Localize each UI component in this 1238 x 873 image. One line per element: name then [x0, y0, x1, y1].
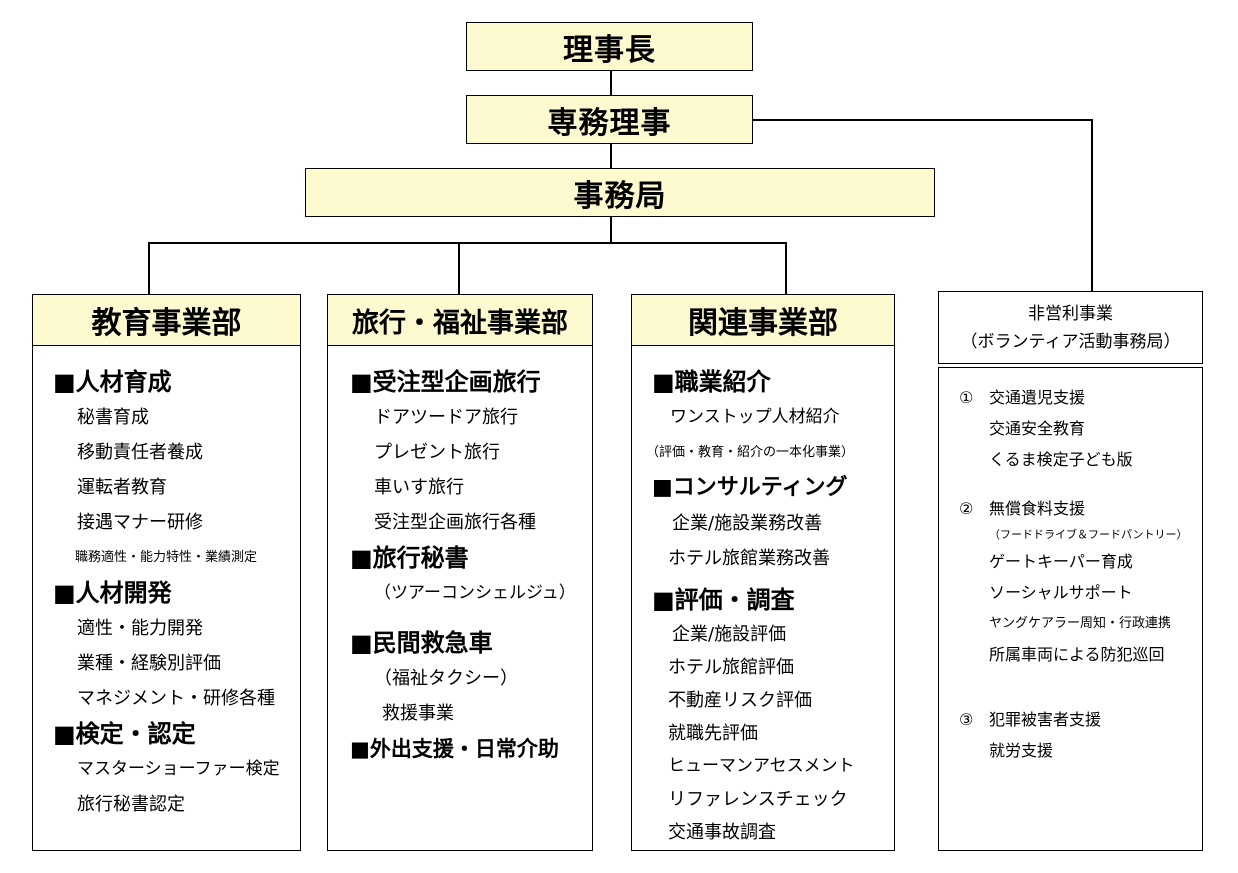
list-item: マネジメント・研修各種	[77, 688, 275, 709]
list-item: 車いす旅行	[374, 477, 464, 498]
section-heading: ■人材育成	[53, 368, 172, 396]
nonprofit-title-line2: （ボランティア活動事務局）	[960, 331, 1181, 352]
travel-dept-title: 旅行・福祉事業部	[352, 307, 568, 339]
chairman-label: 理事長	[563, 32, 656, 68]
secretariat-box: 事務局	[305, 168, 935, 217]
list-item: プレゼント旅行	[374, 442, 500, 463]
list-item: ゲートキーパー育成	[989, 552, 1133, 571]
connector-related	[785, 242, 787, 294]
list-item: ③ 犯罪被害者支援	[959, 704, 1202, 735]
list-item: （評価・教育・紹介の一本化事業）	[646, 445, 855, 460]
secretariat-label: 事務局	[573, 178, 667, 214]
group-number: ①	[959, 388, 974, 407]
list-item: ① 交通遺児支援	[959, 382, 1202, 413]
chairman-box: 理事長	[466, 22, 753, 71]
nonprofit-title-line1: 非営利事業	[1028, 303, 1113, 324]
related-dept-body: ■職業紹介 ワンストップ人材紹介 （評価・教育・紹介の一本化事業） ■コンサルテ…	[631, 345, 895, 851]
section-heading: ■旅行秘書	[350, 544, 469, 572]
nonprofit-header: 非営利事業 （ボランティア活動事務局）	[938, 291, 1203, 364]
list-item: （福祉タクシー）	[374, 668, 518, 689]
section-heading: ■人材開発	[53, 579, 172, 607]
connector-education	[148, 242, 150, 294]
connector-travel	[458, 242, 460, 294]
list-item: リファレンスチェック	[668, 789, 848, 810]
connector-department-bus	[148, 242, 786, 244]
list-item: 適性・能力開発	[77, 618, 203, 639]
list-item: ② 無償食料支援	[959, 493, 1202, 524]
list-item: （ツアーコンシェルジュ）	[374, 583, 576, 603]
list-item: 秘書育成	[77, 407, 149, 428]
connector-executive-secretariat	[610, 143, 612, 169]
education-dept-body: ■人材育成 秘書育成 移動責任者養成 運転者教育 接遇マナー研修 職務適性・能力…	[32, 345, 301, 851]
executive-director-box: 専務理事	[466, 95, 753, 144]
group-title: 交通遺児支援	[989, 388, 1086, 407]
list-item: 企業/施設評価	[672, 624, 787, 645]
list-item: 運転者教育	[77, 477, 167, 498]
list-item: 就職先評価	[668, 723, 758, 744]
list-item: 旅行秘書認定	[77, 794, 185, 815]
group-number: ③	[959, 710, 974, 729]
list-item: 接遇マナー研修	[77, 512, 203, 533]
list-item: 交通事故調査	[668, 822, 776, 843]
group-title: 無償食料支援	[989, 499, 1086, 518]
list-item: ホテル旅館評価	[668, 657, 794, 678]
section-heading: ■職業紹介	[652, 368, 771, 396]
list-item: ソーシャルサポート	[989, 583, 1133, 602]
list-item: 業種・経験別評価	[77, 653, 221, 674]
list-item: ヒューマンアセスメント	[668, 756, 855, 776]
list-item: （フードドライブ＆フードパントリー）	[989, 528, 1188, 541]
section-heading: ■コンサルティング	[652, 475, 848, 500]
section-heading: ■外出支援・日常介助	[350, 737, 559, 761]
group-number: ②	[959, 499, 974, 518]
travel-dept-header: 旅行・福祉事業部	[327, 294, 593, 346]
list-item: くるま検定子ども版	[989, 450, 1133, 469]
list-item: マスターショーファー検定	[77, 759, 280, 779]
list-item: 交通安全教育	[989, 419, 1086, 438]
connector-secretariat-bus	[610, 216, 612, 242]
connector-nonprofit	[1091, 119, 1093, 291]
connector-executive-nonprofit	[753, 119, 1092, 121]
list-item: 受注型企画旅行各種	[374, 512, 536, 533]
executive-director-label: 専務理事	[547, 105, 672, 141]
list-item: 就労支援	[989, 741, 1054, 760]
education-dept-title: 教育事業部	[91, 306, 242, 341]
related-dept-title: 関連事業部	[688, 306, 838, 341]
section-heading: ■受注型企画旅行	[350, 368, 541, 396]
list-item: 所属車両による防犯巡回	[989, 645, 1165, 664]
list-item: 不動産リスク評価	[668, 690, 812, 711]
travel-dept-body: ■受注型企画旅行 ドアツードア旅行 プレゼント旅行 車いす旅行 受注型企画旅行各…	[327, 345, 593, 851]
education-dept-header: 教育事業部	[32, 294, 301, 346]
section-heading: ■民間救急車	[350, 629, 493, 657]
list-item: ドアツードア旅行	[374, 407, 518, 428]
section-heading: ■評価・調査	[652, 586, 795, 614]
list-item: 移動責任者養成	[77, 442, 203, 463]
group-title: 犯罪被害者支援	[989, 710, 1102, 729]
connector-chairman-executive	[610, 70, 612, 96]
related-dept-header: 関連事業部	[631, 294, 895, 346]
list-item: ホテル旅館業務改善	[668, 548, 830, 569]
list-item: ヤングケアラー周知・行政連携	[989, 616, 1172, 631]
list-item: 救援事業	[382, 703, 454, 724]
section-heading: ■検定・認定	[53, 720, 196, 748]
list-item: 職務適性・能力特性・業績測定	[75, 550, 258, 565]
list-item: ワンストップ人材紹介	[670, 407, 840, 427]
list-item: 企業/施設業務改善	[672, 513, 823, 534]
nonprofit-body: ① 交通遺児支援 交通安全教育 くるま検定子ども版 ② 無償食料支援 （フードドライ…	[938, 367, 1203, 851]
